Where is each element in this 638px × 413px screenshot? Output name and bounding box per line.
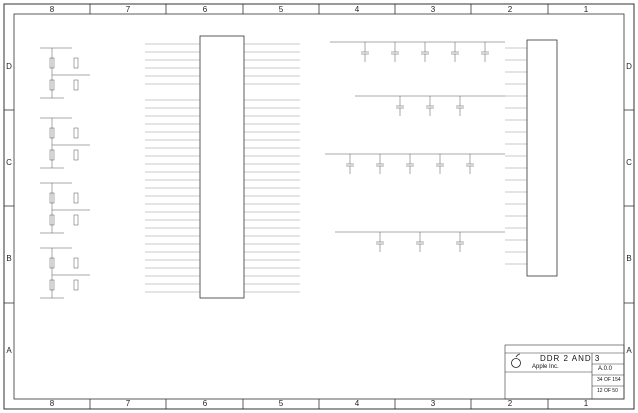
col-label: 1 — [583, 399, 589, 408]
col-label: 8 — [49, 399, 55, 408]
col-label: 6 — [202, 5, 208, 14]
row-label: B — [6, 254, 12, 263]
col-label: 3 — [430, 399, 436, 408]
col-label: 3 — [430, 5, 436, 14]
col-label: 7 — [125, 399, 131, 408]
col-label: 2 — [507, 399, 513, 408]
row-label: D — [6, 62, 12, 71]
col-label: 2 — [507, 5, 513, 14]
row-label: C — [6, 158, 12, 167]
row-label: A — [6, 346, 12, 355]
col-label: 8 — [49, 5, 55, 14]
company-name: Apple Inc. — [532, 364, 559, 370]
col-label: 4 — [354, 5, 360, 14]
col-label: 5 — [278, 5, 284, 14]
col-label: 7 — [125, 5, 131, 14]
col-label: 6 — [202, 399, 208, 408]
page-number: 12 OF 50 — [597, 388, 618, 394]
sheet-title: DDR 2 AND 3 — [540, 354, 601, 363]
col-label: 4 — [354, 399, 360, 408]
row-label: A — [626, 346, 632, 355]
row-label: C — [626, 158, 632, 167]
col-label: 5 — [278, 399, 284, 408]
sheet-number: 34 OF 154 — [597, 377, 621, 383]
row-label: D — [626, 62, 632, 71]
col-label: 1 — [583, 5, 589, 14]
revision: A.0.0 — [598, 366, 613, 372]
apple-logo-icon — [511, 353, 521, 368]
row-label: B — [626, 254, 632, 263]
